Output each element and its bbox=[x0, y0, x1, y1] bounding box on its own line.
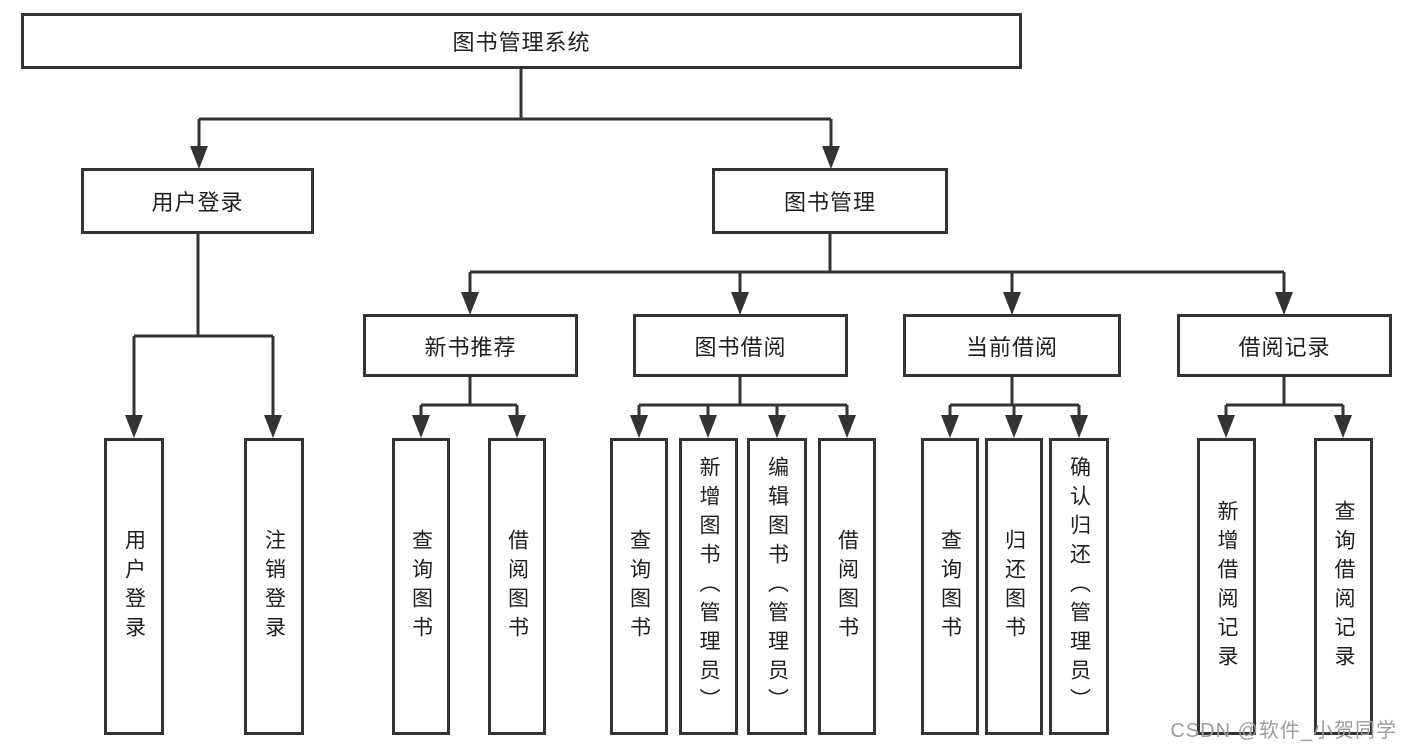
arrow-icon bbox=[1070, 415, 1088, 438]
node-label: 借阅记录 bbox=[1238, 334, 1331, 360]
node-label: 借阅图书 bbox=[505, 528, 529, 645]
node-label: 图书借阅 bbox=[694, 334, 787, 360]
leaf-user-login: 用户登录 bbox=[104, 438, 164, 735]
node-label: 归还图书 bbox=[1002, 528, 1026, 645]
leaf-borrow-books-recommend: 借阅图书 bbox=[488, 438, 546, 735]
node-label: 图书管理 bbox=[783, 190, 876, 215]
node-label: 新增借阅记录 bbox=[1215, 499, 1238, 674]
node-book-borrow: 图书借阅 bbox=[633, 314, 848, 377]
node-label: 查询借阅记录 bbox=[1332, 499, 1355, 674]
arrow-icon bbox=[1005, 415, 1023, 438]
leaf-add-book-admin: 新增图书（管理员） bbox=[679, 438, 738, 735]
arrow-icon bbox=[1275, 292, 1293, 315]
node-label: 查询图书 bbox=[627, 528, 651, 645]
connector-root-to-level2 bbox=[197, 67, 833, 152]
node-label: 查询图书 bbox=[938, 528, 962, 645]
leaf-query-books-recommend: 查询图书 bbox=[392, 438, 450, 735]
arrow-icon bbox=[768, 415, 786, 438]
node-label: 借阅图书 bbox=[835, 528, 859, 645]
arrow-icon bbox=[838, 415, 856, 438]
arrow-icon bbox=[508, 415, 526, 438]
node-label: 新增图书（管理员） bbox=[697, 456, 720, 717]
arrow-icon bbox=[264, 415, 282, 438]
connector-borrow-records-children bbox=[1224, 377, 1345, 421]
node-new-book-recommend: 新书推荐 bbox=[363, 314, 578, 377]
csdn-watermark: CSDN @软件_小贺同学 bbox=[1170, 720, 1397, 742]
arrow-icon bbox=[1334, 415, 1352, 438]
node-current-borrow: 当前借阅 bbox=[903, 314, 1121, 377]
arrow-icon bbox=[1003, 292, 1021, 315]
connector-book-borrow-children bbox=[637, 377, 849, 421]
node-root-system: 图书管理系统 bbox=[21, 13, 1022, 69]
arrowheads bbox=[125, 146, 1352, 438]
leaf-query-books-borrow: 查询图书 bbox=[610, 438, 668, 735]
leaf-return-book: 归还图书 bbox=[985, 438, 1043, 735]
node-label: 确认归还（管理员） bbox=[1067, 456, 1091, 717]
arrow-icon bbox=[190, 146, 208, 169]
node-label: 编辑图书（管理员） bbox=[765, 456, 789, 717]
leaf-borrow-books: 借阅图书 bbox=[818, 438, 876, 735]
connector-book-mgmt-children bbox=[468, 234, 1286, 298]
connector-current-borrow-children bbox=[948, 377, 1081, 421]
node-label: 用户登录 bbox=[122, 528, 146, 645]
arrow-icon bbox=[125, 415, 143, 438]
arrow-icon bbox=[699, 415, 717, 438]
arrow-icon bbox=[731, 292, 749, 315]
arrow-icon bbox=[630, 415, 648, 438]
leaf-add-borrow-record: 新增借阅记录 bbox=[1197, 438, 1256, 735]
connector-new-book-children bbox=[419, 377, 519, 421]
leaf-logout: 注销登录 bbox=[244, 438, 304, 735]
leaf-edit-book-admin: 编辑图书（管理员） bbox=[747, 438, 807, 735]
node-label: 当前借阅 bbox=[965, 334, 1058, 360]
node-book-management: 图书管理 bbox=[712, 168, 948, 234]
node-label: 查询图书 bbox=[409, 528, 433, 645]
connector-user-login-children bbox=[132, 234, 275, 421]
arrow-icon bbox=[822, 146, 840, 169]
node-user-login: 用户登录 bbox=[81, 168, 314, 234]
arrow-icon bbox=[412, 415, 430, 438]
node-borrow-records: 借阅记录 bbox=[1177, 314, 1392, 377]
arrow-icon bbox=[941, 415, 959, 438]
arrow-icon bbox=[461, 292, 479, 315]
node-label: 新书推荐 bbox=[424, 334, 517, 360]
arrow-icon bbox=[1217, 415, 1235, 438]
leaf-query-borrow-record: 查询借阅记录 bbox=[1314, 438, 1373, 735]
node-label: 图书管理系统 bbox=[452, 30, 591, 55]
node-label: 注销登录 bbox=[262, 528, 286, 645]
leaf-confirm-return-admin: 确认归还（管理员） bbox=[1049, 438, 1109, 735]
leaf-query-books-current: 查询图书 bbox=[921, 438, 979, 735]
node-label: 用户登录 bbox=[151, 190, 244, 215]
